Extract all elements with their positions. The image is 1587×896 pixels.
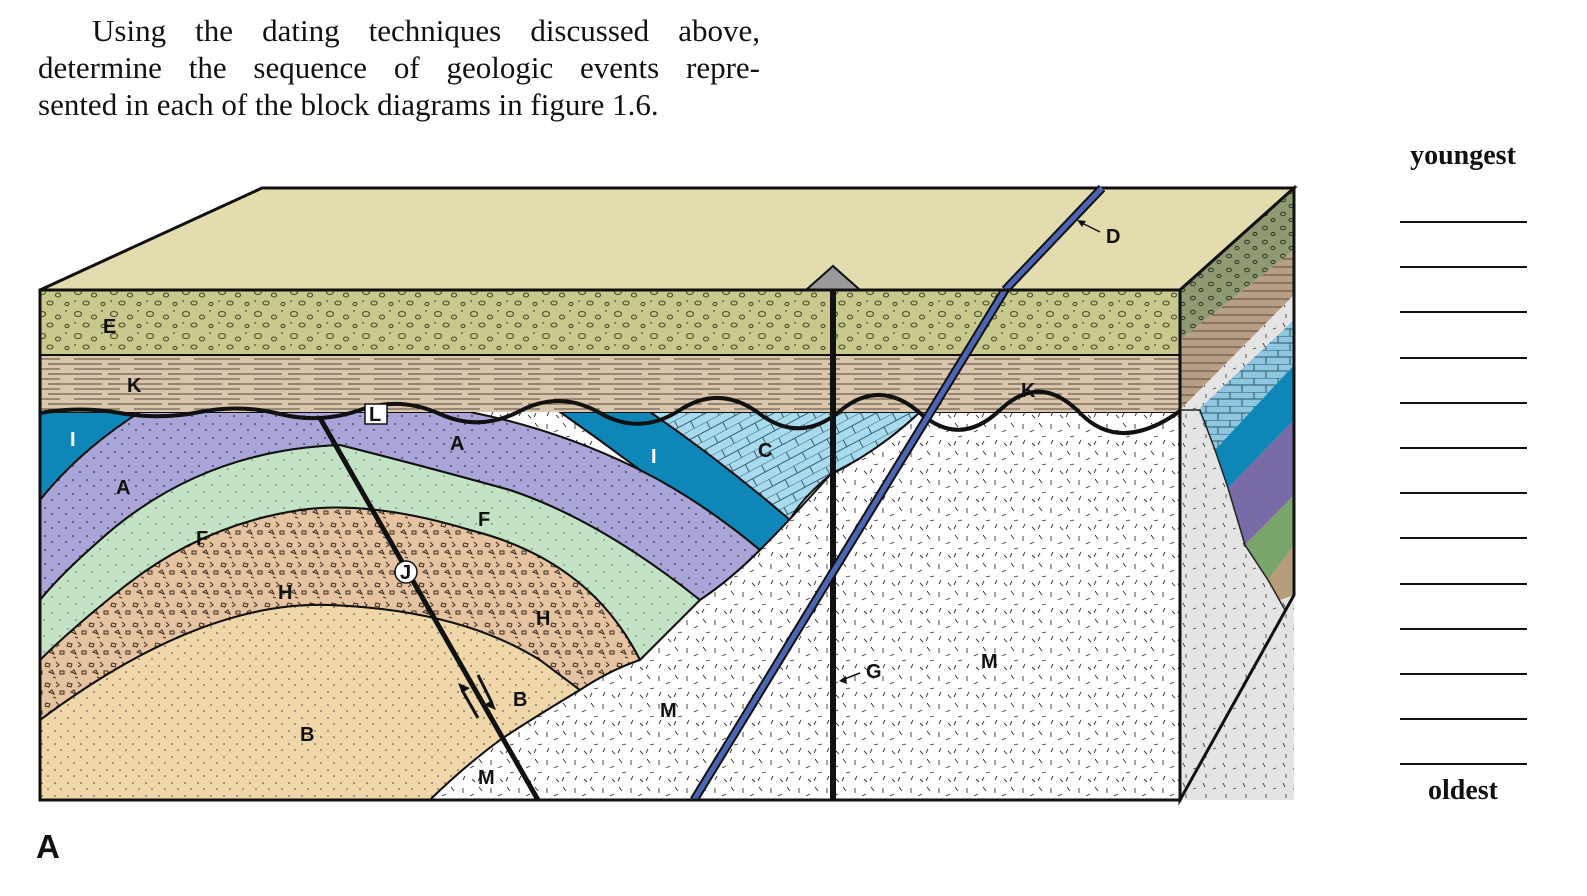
label-h-center: H (536, 608, 550, 630)
label-b-left: B (300, 724, 314, 746)
label-d: D (1106, 226, 1120, 248)
panel-label: A (36, 828, 60, 866)
answer-blank-8[interactable] (1400, 537, 1527, 539)
right-side-face (1180, 188, 1294, 800)
label-c: C (758, 440, 772, 462)
answer-blank-13[interactable] (1400, 763, 1527, 765)
label-j: J (400, 562, 411, 584)
answer-blank-6[interactable] (1400, 447, 1527, 449)
label-l: L (369, 404, 381, 426)
label-f-left: F (196, 528, 208, 550)
label-i-left: I (70, 429, 76, 451)
label-g: G (866, 661, 882, 683)
label-k-left: K (127, 375, 142, 397)
answer-blank-3[interactable] (1400, 311, 1527, 313)
youngest-label: youngest (1393, 140, 1533, 172)
label-f-center: F (478, 509, 490, 531)
label-h-left: H (278, 582, 292, 604)
label-a-left: A (116, 477, 130, 499)
oldest-label: oldest (1393, 775, 1533, 807)
label-m-right: M (981, 651, 998, 673)
answer-blank-5[interactable] (1400, 402, 1527, 404)
block-diagram: E K K L I I A A C D F F H H J B B M M M … (0, 0, 1300, 820)
label-k-right: K (1021, 380, 1036, 402)
answer-blank-12[interactable] (1400, 718, 1527, 720)
answer-blank-2[interactable] (1400, 266, 1527, 268)
answer-blank-9[interactable] (1400, 583, 1527, 585)
answer-blank-11[interactable] (1400, 673, 1527, 675)
label-b-center: B (513, 689, 527, 711)
label-i-center: I (651, 446, 657, 468)
label-e: E (103, 316, 116, 338)
unit-e (40, 290, 1180, 355)
label-m-bottom: M (478, 767, 495, 789)
label-m-center: M (660, 700, 677, 722)
answer-blank-1[interactable] (1400, 221, 1527, 223)
answer-blank-4[interactable] (1400, 357, 1527, 359)
answer-blank-10[interactable] (1400, 628, 1527, 630)
answer-blank-7[interactable] (1400, 492, 1527, 494)
label-a-center: A (450, 433, 464, 455)
